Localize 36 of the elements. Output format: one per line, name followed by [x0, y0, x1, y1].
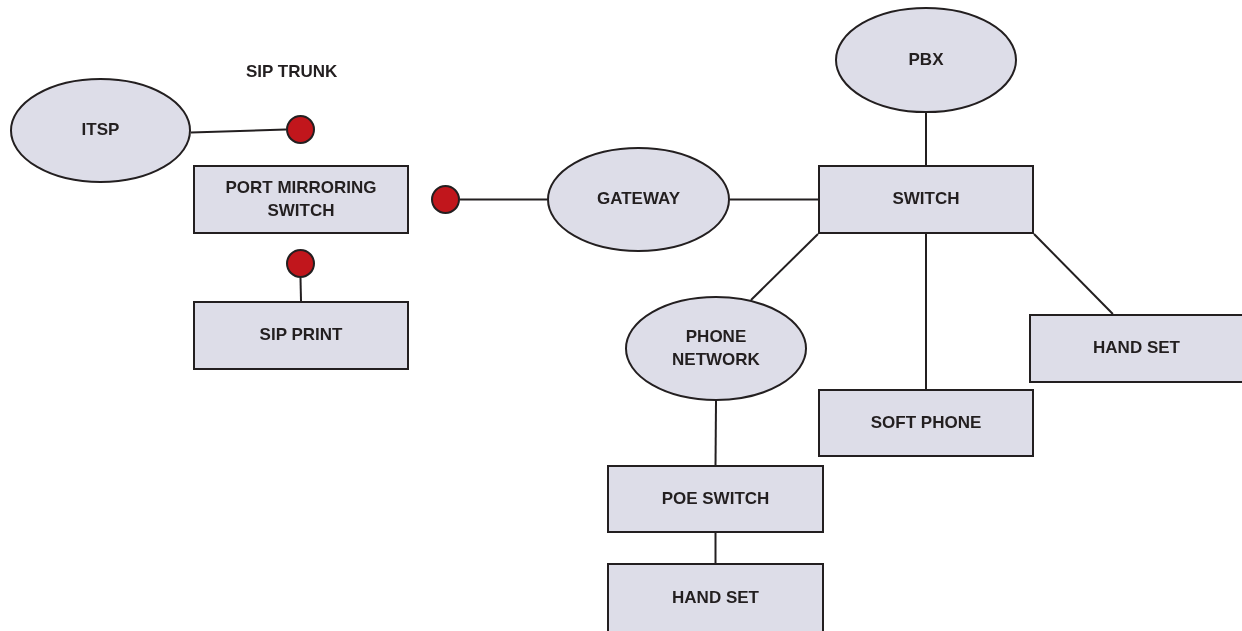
node-label: SOFT PHONE — [870, 411, 982, 434]
connector-line — [714, 532, 717, 564]
connector-line — [299, 277, 302, 302]
connector-line — [714, 400, 717, 466]
connector-line — [925, 112, 927, 166]
node-label: ITSP — [81, 119, 120, 142]
ellipse-node — [10, 78, 191, 183]
process-box — [607, 465, 824, 533]
node-label: PHONE NETWORK — [671, 326, 761, 371]
annotation-label: SIP TRUNK — [246, 62, 338, 82]
process-box — [1029, 314, 1242, 383]
node-label: POE SWITCH — [661, 487, 770, 510]
connector-line — [925, 233, 927, 390]
connector-line — [459, 198, 548, 201]
process-box — [193, 165, 409, 234]
ellipse-node — [625, 296, 807, 401]
ellipse-node — [547, 147, 730, 252]
node-label: PBX — [908, 48, 944, 71]
connector-line — [729, 198, 819, 201]
node-label: SIP PRINT — [259, 324, 343, 347]
node-label: PORT MIRRORING SWITCH — [224, 177, 378, 222]
node-label: GATEWAY — [596, 188, 681, 211]
node-label: SWITCH — [892, 188, 960, 211]
process-box — [818, 389, 1034, 457]
process-box — [193, 301, 409, 370]
connector-line — [750, 233, 819, 302]
connector-dot — [286, 249, 315, 278]
connector-line — [1033, 233, 1114, 315]
node-label: HAND SET — [1093, 337, 1180, 360]
process-box — [818, 165, 1034, 234]
connector-dot — [286, 115, 315, 144]
process-box — [607, 563, 824, 631]
ellipse-node — [835, 7, 1017, 113]
node-label: HAND SET — [672, 586, 759, 609]
connector-line — [189, 128, 287, 134]
connector-dot — [431, 185, 460, 214]
